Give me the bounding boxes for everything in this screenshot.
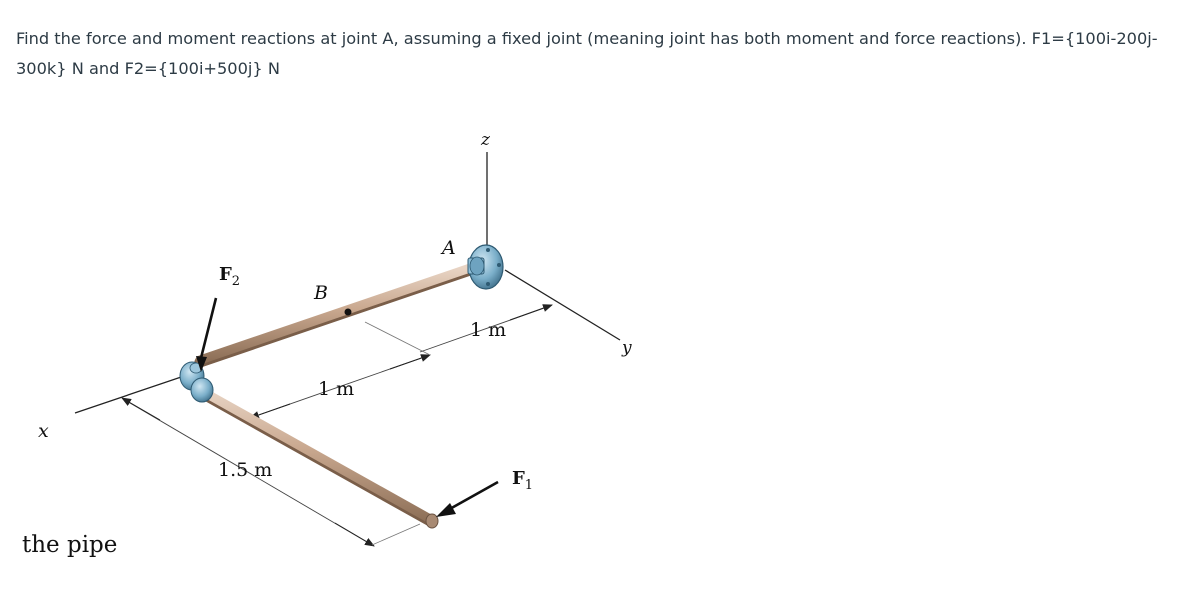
pipe-lower [195,385,437,525]
label-f1-main: F [512,468,525,489]
y-axis [504,269,621,341]
dim-1m-top-arrow [509,304,553,321]
dim-1m-mid-ext [364,321,431,356]
label-dim-1m-mid: 1 m [318,378,354,400]
pipe-end-cap [425,513,439,529]
force-f2-head [196,356,207,372]
label-f1-sub: 1 [525,478,533,493]
label-x: x [38,420,49,442]
label-z: z [480,130,491,150]
label-f2-sub: 2 [232,274,240,289]
force-f1-arrow [447,480,499,512]
pipe-figure: z y x A B F2 F1 1 m 1 m 1.5 m [0,100,680,590]
label-dim-1m-top: 1 m [470,319,506,341]
dim-1-5m-ext [371,523,421,546]
dim-1m-mid-arrow-b [389,354,431,370]
label-a: A [440,237,456,259]
label-f2: F2 [219,264,240,289]
dim-1-5m-arrow-b [334,522,375,547]
force-f2-arrow [199,297,218,359]
label-b: B [313,282,328,304]
force-f1-head [436,503,456,517]
point-b-dot [344,308,352,316]
pipe-diagram: z y x A B F2 F1 1 m 1 m 1.5 m [38,130,632,547]
label-f1: F1 [512,468,533,493]
figure-caption: the pipe [22,532,118,558]
dim-1-5m-line [124,399,373,546]
label-y: y [621,338,632,358]
dim-1-5m-arrow-a [121,397,161,421]
label-f2-main: F [219,264,232,285]
x-axis [74,373,191,414]
dim-1m-mid-arrow-a [249,403,291,419]
elbow-fitting [179,361,214,403]
label-dim-1-5m: 1.5 m [218,459,272,481]
question-text: Find the force and moment reactions at j… [16,29,1158,78]
fixed-support-a [467,244,504,290]
pipe-upper [195,263,475,365]
